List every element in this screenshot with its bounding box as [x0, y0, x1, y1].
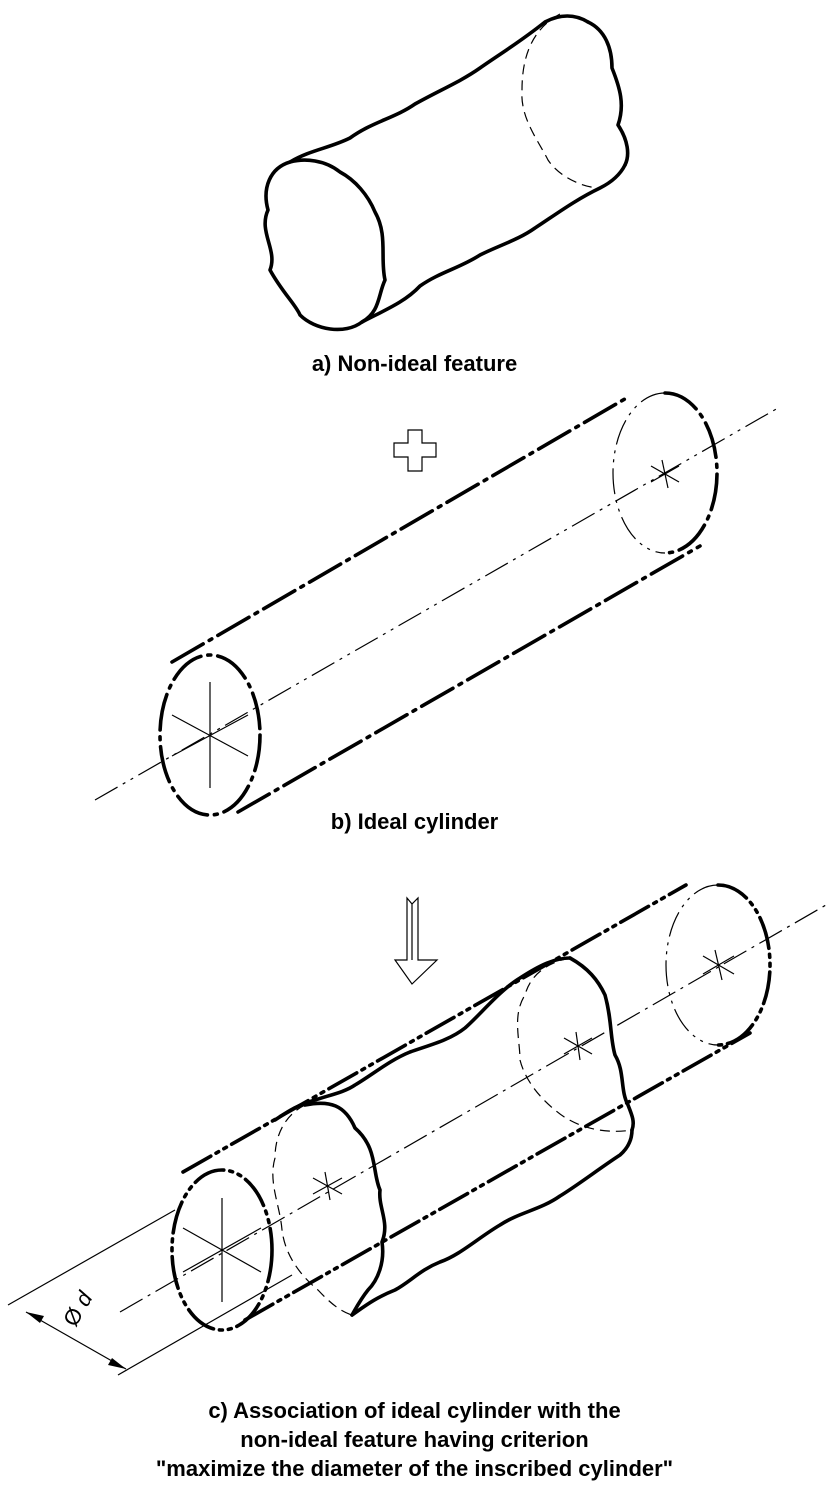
association-non-ideal-top-edge	[273, 956, 572, 1122]
non-ideal-front-end	[263, 158, 387, 332]
ideal-cylinder-front-end	[158, 653, 262, 817]
association-back-end	[716, 883, 772, 1047]
back-center-mark	[650, 459, 680, 489]
association-axis	[119, 904, 827, 1313]
ideal-cylinder-back-end-hidden	[612, 392, 666, 554]
ideal-cylinder-back-end	[663, 391, 719, 555]
dimension-arrow-bottom	[108, 1358, 126, 1369]
caption-a: a) Non-ideal feature	[311, 351, 518, 376]
association-non-ideal-back-hidden	[516, 957, 633, 1132]
association-non-ideal-front-end	[303, 1101, 387, 1317]
association-non-ideal-front-center-mark	[312, 1171, 343, 1201]
association-assembly	[7, 883, 827, 1376]
association-non-ideal-center-mark	[563, 1031, 593, 1061]
association-front-center-mark	[182, 1198, 262, 1302]
caption-c-line1: c) Association of ideal cylinder with th…	[208, 1398, 621, 1423]
non-ideal-back-end	[586, 20, 630, 167]
ideal-cylinder	[94, 391, 779, 817]
association-top-line	[181, 883, 688, 1174]
association-non-ideal-front-hidden	[272, 1104, 353, 1316]
non-ideal-back-end-hidden	[521, 13, 601, 189]
ideal-cylinder-bottom-line	[236, 544, 702, 814]
dimension-line	[25, 1311, 127, 1370]
association-back-center-mark	[702, 949, 735, 981]
non-ideal-bottom-edge	[360, 163, 627, 324]
non-ideal-top-edge	[288, 14, 590, 164]
extension-line-top	[7, 1209, 176, 1306]
ideal-cylinder-top-line	[170, 394, 632, 664]
association-bottom-line	[243, 1031, 752, 1322]
association-front-end	[170, 1168, 274, 1332]
ideal-cylinder-axis	[94, 407, 779, 801]
dimension-arrow-top	[26, 1312, 44, 1323]
caption-b: b) Ideal cylinder	[330, 809, 499, 834]
plus-sign-icon	[393, 429, 437, 472]
caption-c-line2: non-ideal feature having criterion	[240, 1427, 589, 1452]
non-ideal-feature	[263, 13, 630, 332]
down-arrow-icon	[393, 896, 439, 985]
association-back-end-hidden	[665, 884, 719, 1046]
association-non-ideal-back-end	[568, 956, 636, 1132]
front-center-mark	[171, 682, 249, 788]
caption-c-line3: "maximize the diameter of the inscribed …	[155, 1456, 674, 1481]
association-non-ideal-bottom-edge	[350, 1128, 634, 1317]
